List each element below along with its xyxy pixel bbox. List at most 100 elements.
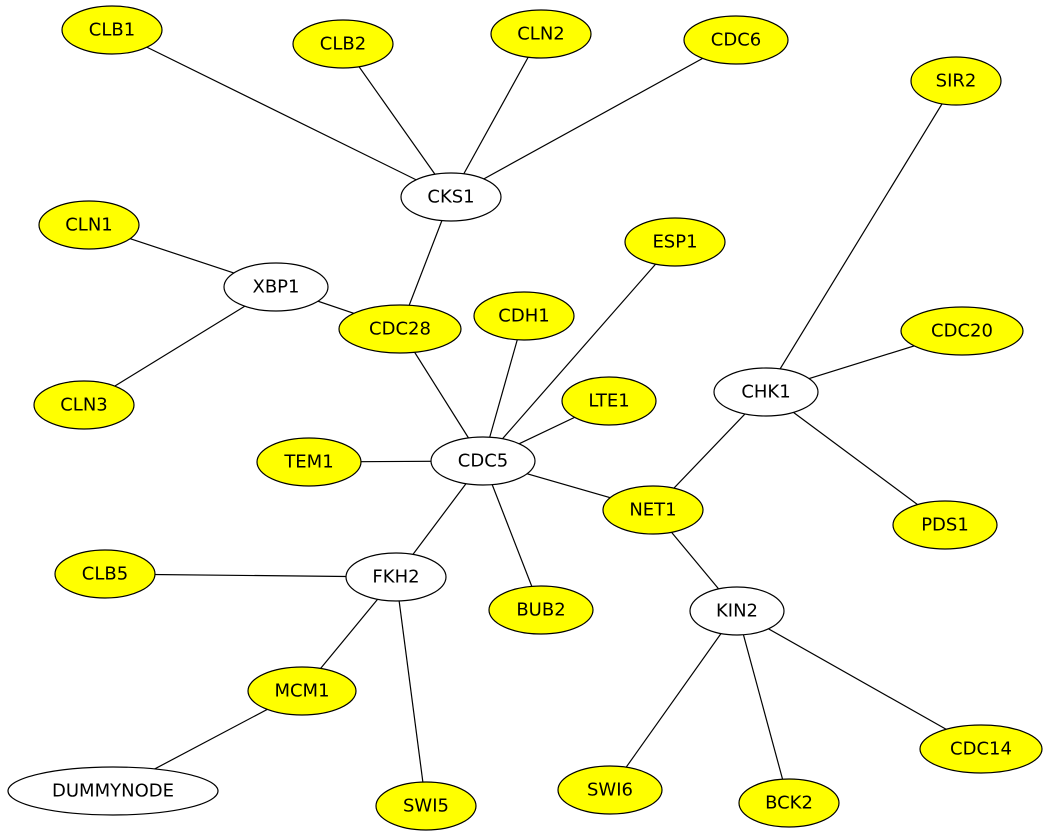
node-ellipse-cdh1 (473, 291, 575, 341)
node-ellipse-chk1 (713, 367, 819, 417)
node-label-bck2: BCK2 (765, 793, 813, 814)
node-label-lte1: LTE1 (588, 391, 629, 412)
node-label-tem1: TEM1 (283, 452, 333, 473)
node-cdc6: CDC6 (683, 15, 789, 65)
node-ellipse-cln3 (33, 380, 135, 430)
node-clb2: CLB2 (292, 19, 394, 69)
node-ellipse-clb2 (292, 19, 394, 69)
node-ellipse-net1 (602, 485, 704, 535)
edge-cdc5-bub2 (482, 460, 542, 611)
node-ellipse-bub2 (488, 585, 594, 635)
node-ellipse-esp1 (624, 217, 726, 267)
node-chk1: CHK1 (713, 367, 819, 417)
node-cks1: CKS1 (400, 172, 502, 222)
node-ellipse-bck2 (738, 778, 840, 828)
node-ellipse-cks1 (400, 172, 502, 222)
node-ellipse-cdc20 (900, 306, 1024, 356)
node-ellipse-mcm1 (247, 666, 357, 716)
node-label-cdc20: CDC20 (931, 321, 993, 342)
node-label-esp1: ESP1 (652, 232, 697, 253)
node-fkh2: FKH2 (345, 552, 447, 602)
edge-sir2-chk1 (765, 80, 957, 393)
node-clb1: CLB1 (61, 5, 163, 55)
node-label-sir2: SIR2 (936, 71, 977, 92)
node-label-cks1: CKS1 (427, 187, 474, 208)
node-ellipse-swi6 (557, 765, 663, 815)
node-swi6: SWI6 (557, 765, 663, 815)
node-ellipse-cln2 (490, 9, 592, 59)
edge-clb2-cks1 (342, 43, 452, 198)
edge-kin2-bck2 (736, 610, 790, 804)
node-label-clb5: CLB5 (82, 564, 128, 585)
edge-layer (83, 29, 982, 807)
node-label-xbp1: XBP1 (253, 277, 300, 298)
node-clb5: CLB5 (54, 549, 156, 599)
edge-fkh2-swi5 (395, 576, 427, 807)
node-label-cdh1: CDH1 (498, 306, 549, 327)
node-tem1: TEM1 (256, 437, 362, 487)
node-cln2: CLN2 (490, 9, 592, 59)
edge-cdc6-cks1 (450, 39, 737, 198)
edge-clb1-cks1 (111, 29, 452, 198)
node-xbp1: XBP1 (223, 262, 329, 312)
edge-kin2-swi6 (609, 610, 738, 791)
node-ellipse-pds1 (892, 500, 998, 550)
node-esp1: ESP1 (624, 217, 726, 267)
node-pds1: PDS1 (892, 500, 998, 550)
node-label-clb2: CLB2 (320, 34, 366, 55)
node-cdc5: CDC5 (430, 436, 536, 486)
node-cln3: CLN3 (33, 380, 135, 430)
edge-cln2-cks1 (450, 33, 542, 198)
node-label-cln2: CLN2 (517, 24, 565, 45)
node-label-pds1: PDS1 (921, 515, 969, 536)
node-cdc28: CDC28 (338, 304, 462, 354)
node-ellipse-cdc5 (430, 436, 536, 486)
node-sir2: SIR2 (910, 56, 1002, 106)
edge-xbp1-cln3 (83, 286, 277, 406)
edge-esp1-cdc5 (482, 241, 676, 462)
node-label-clb1: CLB1 (89, 20, 135, 41)
node-ellipse-cdc14 (919, 724, 1043, 774)
node-label-cln1: CLN1 (65, 215, 113, 236)
node-swi5: SWI5 (375, 781, 477, 831)
node-lte1: LTE1 (561, 376, 657, 426)
node-ellipse-fkh2 (345, 552, 447, 602)
node-bub2: BUB2 (488, 585, 594, 635)
node-ellipse-cdc28 (338, 304, 462, 354)
node-label-fkh2: FKH2 (372, 567, 419, 588)
node-bck2: BCK2 (738, 778, 840, 828)
node-label-cdc14: CDC14 (950, 739, 1012, 760)
node-ellipse-xbp1 (223, 262, 329, 312)
node-label-swi5: SWI5 (403, 796, 449, 817)
node-label-cdc28: CDC28 (369, 319, 431, 340)
node-mcm1: MCM1 (247, 666, 357, 716)
node-ellipse-dummynode (7, 766, 219, 816)
node-ellipse-lte1 (561, 376, 657, 426)
edge-kin2-cdc14 (736, 610, 982, 750)
node-label-cdc6: CDC6 (711, 30, 761, 51)
node-kin2: KIN2 (689, 586, 785, 636)
node-label-cln3: CLN3 (60, 395, 108, 416)
node-ellipse-tem1 (256, 437, 362, 487)
node-cdh1: CDH1 (473, 291, 575, 341)
node-label-net1: NET1 (629, 500, 676, 521)
node-cdc14: CDC14 (919, 724, 1043, 774)
node-label-kin2: KIN2 (716, 601, 758, 622)
node-ellipse-cdc6 (683, 15, 789, 65)
node-cdc20: CDC20 (900, 306, 1024, 356)
node-dummynode: DUMMYNODE (7, 766, 219, 816)
edge-chk1-pds1 (765, 391, 946, 526)
node-ellipse-kin2 (689, 586, 785, 636)
node-label-bub2: BUB2 (516, 600, 565, 621)
node-label-dummynode: DUMMYNODE (52, 781, 174, 802)
node-cln1: CLN1 (38, 200, 140, 250)
node-net1: NET1 (602, 485, 704, 535)
node-ellipse-clb1 (61, 5, 163, 55)
node-label-mcm1: MCM1 (274, 681, 329, 702)
node-ellipse-clb5 (54, 549, 156, 599)
node-label-cdc5: CDC5 (458, 451, 508, 472)
node-label-swi6: SWI6 (587, 780, 633, 801)
node-ellipse-cln1 (38, 200, 140, 250)
